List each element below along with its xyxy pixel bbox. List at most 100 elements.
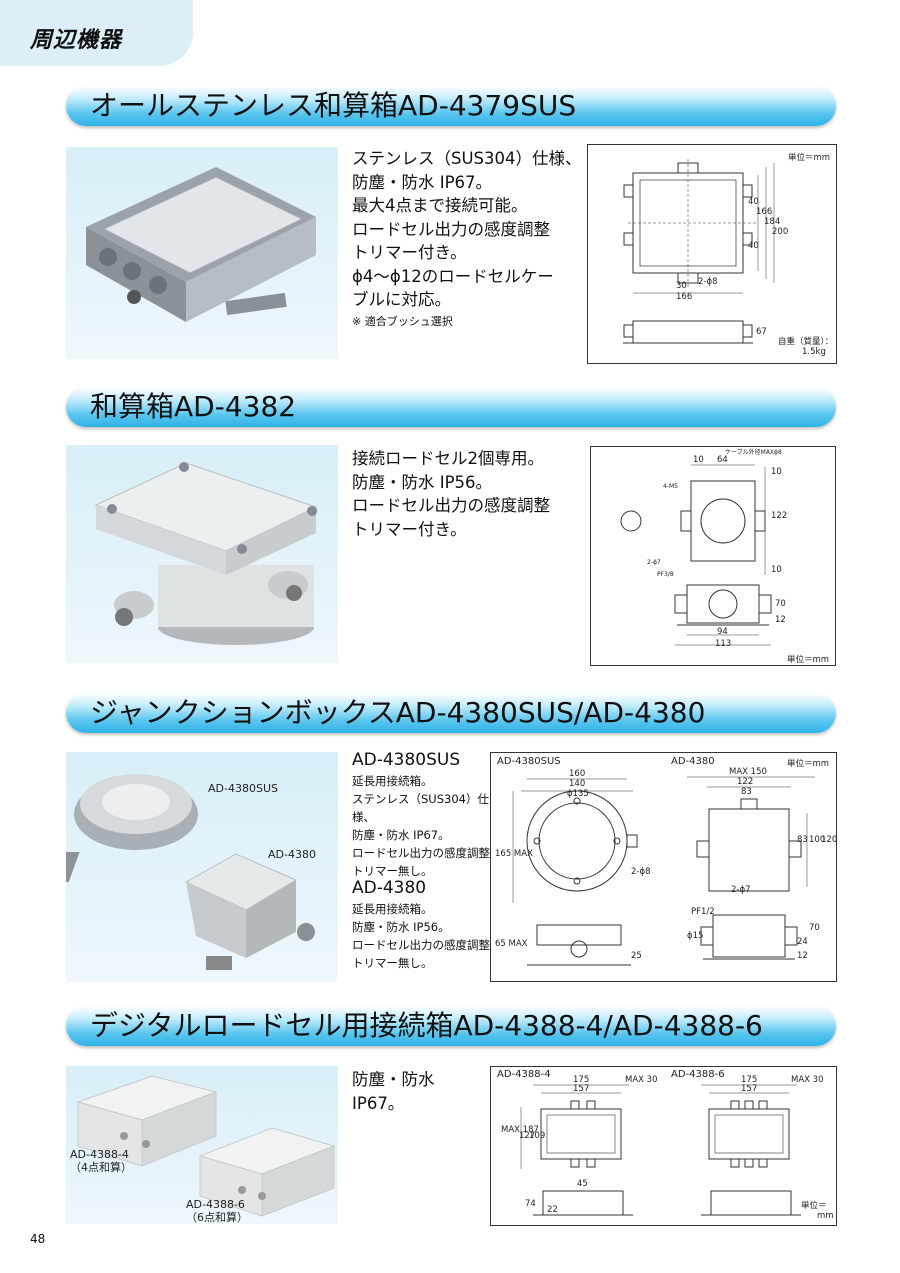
- desc-note: ※ 適合ブッシュ選択: [352, 314, 453, 328]
- dim-label: 67: [756, 327, 767, 337]
- photo-caption: AD-4388-4 （4点和算）: [70, 1148, 132, 1174]
- photo-caption: AD-4388-6 （6点和算）: [186, 1198, 248, 1224]
- dim-label: 122: [737, 777, 754, 787]
- desc-line: ロードセル出力の感度調整: [352, 938, 490, 952]
- dim-label: 2-ϕ8: [631, 867, 651, 877]
- section-banner-ad4380: ジャンクションボックスAD-4380SUS/AD-4380: [66, 693, 836, 733]
- drawing-annotation: ケーブル外径MAXϕ8: [725, 449, 782, 456]
- dim-label: 94: [717, 627, 728, 637]
- dim-label: 64: [717, 455, 728, 465]
- dim-label: 30: [676, 281, 687, 291]
- product-photo-ad4380: AD-4380SUS AD-4380: [66, 752, 338, 982]
- desc-line: 防塵・防水 IP67。: [352, 172, 493, 192]
- section-description: 接続ロードセル2個専用。 防塵・防水 IP56。 ロードセル出力の感度調整 トリ…: [352, 447, 582, 541]
- dimension-drawing-ad4380: AD-4380SUS AD-4380 単位＝mm 160 140 ϕ135 16…: [490, 752, 837, 982]
- desc-line: トリマー付き。: [352, 519, 467, 539]
- dim-label: 10: [771, 565, 782, 575]
- dim-label: 175: [741, 1075, 758, 1085]
- dim-label: 22: [547, 1205, 558, 1215]
- section-title: ジャンクションボックスAD-4380SUS/AD-4380: [90, 696, 706, 729]
- drawing-annotation: PF3/8: [657, 571, 674, 578]
- drawing-unit: 単位＝: [801, 1201, 827, 1211]
- dim-label: 184: [764, 217, 781, 227]
- desc-line: 防塵・防水 IP56。: [352, 920, 450, 934]
- dim-label: 140: [569, 779, 586, 789]
- drawing-weight-value: 1.5kg: [802, 347, 826, 357]
- product-photo-ad4382: [66, 445, 338, 663]
- dim-label: 122: [771, 511, 788, 521]
- dim-label: 166: [756, 207, 773, 217]
- dim-label: 127: [519, 1131, 536, 1141]
- drawing-label: AD-4388-6: [671, 1069, 725, 1080]
- dim-label: ϕ15: [687, 931, 704, 941]
- dim-label: 165 MAX: [495, 849, 533, 859]
- desc-line: ブルに対応。: [352, 290, 451, 309]
- desc-line: 防塵・防水 IP56。: [352, 472, 493, 492]
- drawing-unit: 単位＝mm: [787, 655, 830, 665]
- product-photo-ad4379sus: [66, 147, 338, 359]
- desc-line: トリマー無し。: [352, 864, 433, 878]
- drawing-unit: 単位＝mm: [787, 759, 830, 769]
- photo-label: AD-4380SUS: [208, 782, 278, 795]
- desc-line: 延長用接続箱。: [352, 774, 433, 788]
- desc-line: トリマー付き。: [352, 243, 467, 262]
- desc-line: ステンレス（SUS304）仕様、: [352, 792, 489, 824]
- dim-label: 166: [676, 292, 693, 302]
- dim-label: 45: [577, 1179, 588, 1189]
- dim-label: 10: [693, 455, 704, 465]
- dim-label: 157: [573, 1084, 590, 1094]
- desc-line: 防塵・防水 IP67。: [352, 828, 450, 842]
- dim-label: 2-ϕ7: [731, 885, 751, 895]
- drawing-label: AD-4380SUS: [497, 756, 561, 767]
- section-title: オールステンレス和算箱AD-4379SUS: [90, 89, 577, 122]
- dim-label: 65 MAX: [495, 939, 528, 949]
- dim-label: MAX 187: [501, 1125, 539, 1135]
- dim-label: 113: [715, 639, 732, 649]
- product-photo-ad4388: AD-4388-4 （4点和算） AD-4388-6 （6点和算）: [66, 1066, 338, 1224]
- dim-label: 100: [809, 835, 826, 845]
- dim-label: 109: [529, 1131, 546, 1141]
- desc-line: ロードセル出力の感度調整: [352, 496, 550, 515]
- photo-label: AD-4380: [268, 848, 316, 861]
- dim-label: 25: [631, 951, 642, 961]
- desc-line: ステンレス（SUS304）仕様、: [352, 149, 582, 168]
- category-tab: 周辺機器: [0, 0, 193, 66]
- product-name: AD-4380: [352, 878, 427, 898]
- desc-line: ロードセル出力の感度調整: [352, 219, 550, 239]
- drawing-unit: 単位＝mm: [788, 153, 831, 163]
- dimension-drawing-ad4388: AD-4388-4 AD-4388-6 175 157 MAX 30 MAX 1…: [490, 1066, 837, 1226]
- dim-label: 24: [797, 937, 808, 947]
- section-banner-ad4388: デジタルロードセル用接続箱AD-4388-4/AD-4388-6: [66, 1006, 836, 1046]
- dim-label: 12: [797, 951, 808, 961]
- photo-label-note: （4点和算）: [70, 1161, 132, 1174]
- dim-label: ϕ135: [567, 789, 589, 799]
- photo-label-note: （6点和算）: [186, 1211, 248, 1224]
- section-title: 和算箱AD-4382: [90, 390, 297, 423]
- dim-label: 70: [775, 599, 786, 609]
- desc-line: 防塵・防水 IP67。: [352, 1070, 435, 1113]
- drawing-annotation: 2-ϕ7: [647, 559, 661, 566]
- desc-line: 最大4点まで接続可能。: [352, 196, 528, 215]
- dim-label: 160: [569, 769, 586, 779]
- drawing-annotation: 4-M5: [663, 483, 678, 490]
- desc-line: ロードセル出力の感度調整: [352, 846, 490, 860]
- drawing-label: AD-4380: [671, 756, 715, 767]
- product-name: AD-4380SUS: [352, 750, 461, 770]
- dim-label: 83: [741, 787, 752, 797]
- drawing-label: AD-4388-4: [497, 1069, 551, 1080]
- desc-line: トリマー無し。: [352, 956, 433, 970]
- dim-label: 157: [741, 1084, 758, 1094]
- dim-label: 40: [748, 197, 759, 207]
- section-description: ステンレス（SUS304）仕様、 防塵・防水 IP67。 最大4点まで接続可能。…: [352, 147, 582, 332]
- dim-label: MAX 30: [791, 1075, 824, 1085]
- section-banner-ad4382: 和算箱AD-4382: [66, 387, 836, 427]
- dimension-drawing-ad4379sus: 単位＝mm 30 166 40 166 184 200 40 2-ϕ8 67 自…: [587, 144, 837, 364]
- dim-label: 70: [809, 923, 820, 933]
- section-banner-ad4379sus: オールステンレス和算箱AD-4379SUS: [66, 86, 836, 126]
- section-title: デジタルロードセル用接続箱AD-4388-4/AD-4388-6: [90, 1009, 763, 1042]
- desc-line: 延長用接続箱。: [352, 902, 433, 916]
- dim-label: 12: [775, 615, 786, 625]
- dim-label: 175: [573, 1075, 590, 1085]
- dim-label: MAX 150: [729, 767, 767, 777]
- desc-line: 接続ロードセル2個専用。: [352, 449, 544, 468]
